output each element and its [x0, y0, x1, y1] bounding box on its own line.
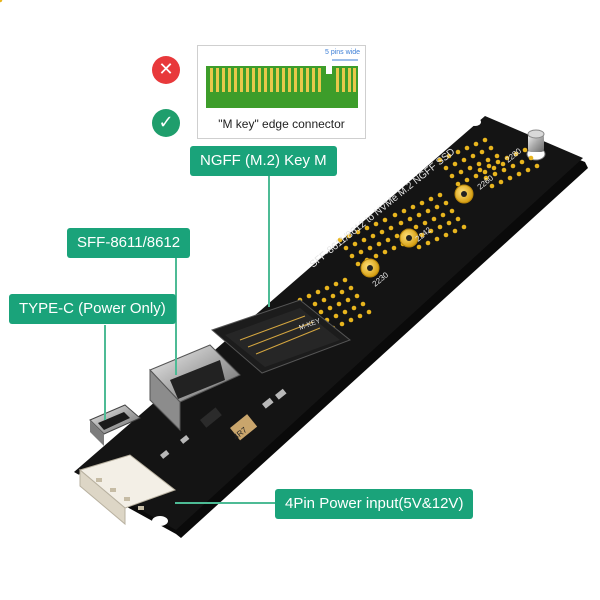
gold-pad-field [0, 0, 3, 3]
type-c-power-label: TYPE-C (Power Only) [9, 294, 176, 324]
typec-leader-v [104, 325, 106, 420]
edge-connector-caption: "M key" edge connector [218, 117, 345, 131]
sff-8611-label: SFF-8611/8612 [67, 228, 191, 258]
4pin-power-label: 4Pin Power input(5V&12V) [275, 489, 474, 519]
pins-wide-note: 5 pins wide [325, 49, 361, 56]
ngff-leader [268, 172, 270, 307]
inductor [230, 414, 258, 441]
wrong-icon: ✕ [152, 56, 180, 84]
edge-connector-graphic [206, 59, 358, 108]
ngff-m2-label: NGFF (M.2) Key M [190, 146, 337, 176]
sff-leader [175, 255, 177, 375]
edge-connector-illustration: 5 pins wide "M key" edge connector [197, 45, 366, 139]
power-leader [175, 502, 275, 504]
correct-icon: ✓ [152, 109, 180, 137]
